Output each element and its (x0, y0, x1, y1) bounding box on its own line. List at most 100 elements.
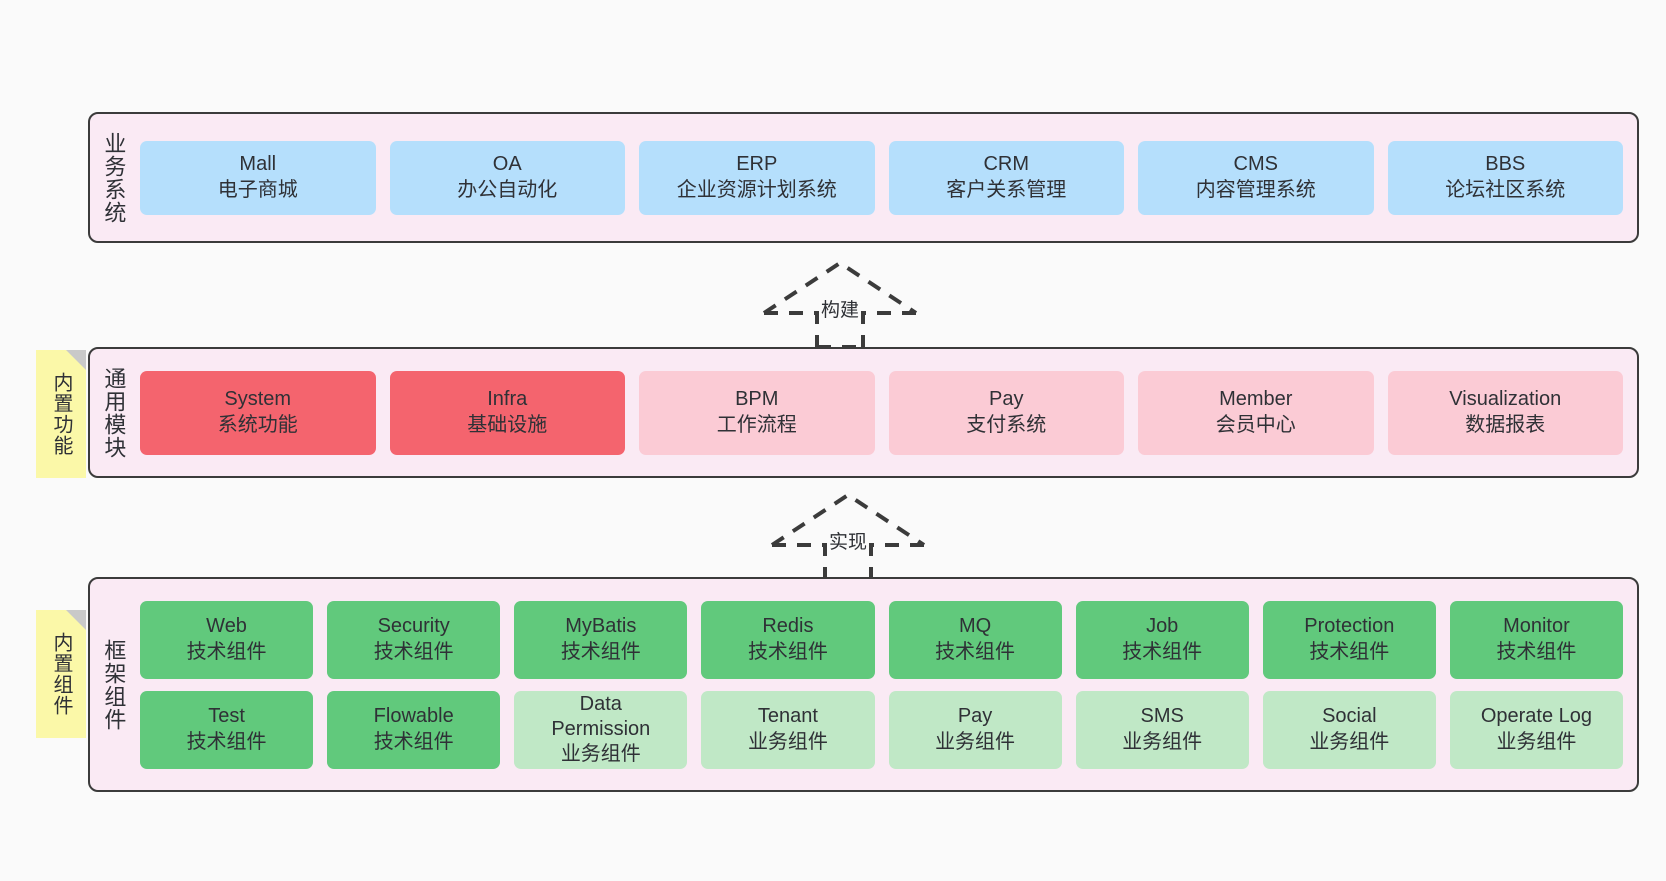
card-subtitle: 技术组件 (1122, 640, 1203, 663)
card-title: BBS (1485, 153, 1526, 176)
card-subtitle: 基础设施 (467, 413, 548, 436)
layer-title-business-system: 业务系统 (101, 131, 127, 224)
card-data-permission[interactable]: Data Permission 业务组件 (514, 690, 688, 769)
card-title: Mall (239, 153, 277, 176)
card-sms[interactable]: SMS 业务组件 (1075, 690, 1249, 769)
card-subtitle: 技术组件 (560, 640, 641, 663)
card-flowable[interactable]: Flowable 技术组件 (327, 690, 501, 769)
card-subtitle: 企业资源计划系统 (676, 178, 837, 201)
card-subtitle: 业务组件 (560, 743, 641, 766)
card-test[interactable]: Test 技术组件 (140, 690, 314, 769)
card-title: Test (208, 705, 245, 728)
card-title: Visualization (1449, 388, 1562, 411)
card-pay-module[interactable]: Pay 支付系统 (888, 370, 1124, 455)
card-redis[interactable]: Redis 技术组件 (701, 600, 875, 679)
card-bbs[interactable]: BBS 论坛社区系统 (1387, 140, 1623, 215)
card-title: System (224, 388, 292, 411)
card-subtitle: 技术组件 (373, 640, 454, 663)
card-title: Flowable (373, 705, 454, 728)
card-oa[interactable]: OA 办公自动化 (389, 140, 625, 215)
card-subtitle: 会员中心 (1215, 413, 1296, 436)
layer-common-modules[interactable]: 通用模块 System 系统功能 Infra 基础设施 BPM 工作流程 Pay… (88, 347, 1639, 478)
arrow-implement-label: 实现 (828, 532, 867, 553)
card-visualization[interactable]: Visualization 数据报表 (1387, 370, 1623, 455)
card-title: ERP (736, 153, 778, 176)
card-crm[interactable]: CRM 客户关系管理 (888, 140, 1124, 215)
layer-business-system[interactable]: 业务系统 Mall 电子商城 OA 办公自动化 ERP 企业资源计划系统 CRM… (88, 112, 1639, 243)
arrow-build: 构建 (760, 257, 920, 349)
card-mybatis[interactable]: MyBatis 技术组件 (514, 600, 688, 679)
card-subtitle: 业务组件 (1496, 730, 1577, 753)
card-subtitle: 工作流程 (716, 413, 797, 436)
card-row: Test 技术组件 Flowable 技术组件 Data Permission … (140, 690, 1623, 769)
layer-title-framework-components: 框架组件 (101, 638, 127, 731)
card-protection[interactable]: Protection 技术组件 (1262, 600, 1436, 679)
card-infra[interactable]: Infra 基础设施 (389, 370, 625, 455)
card-subtitle: 客户关系管理 (946, 178, 1067, 201)
card-row: System 系统功能 Infra 基础设施 BPM 工作流程 Pay 支付系统… (140, 370, 1623, 455)
card-subtitle: 支付系统 (966, 413, 1047, 436)
card-security[interactable]: Security 技术组件 (327, 600, 501, 679)
card-pay-component[interactable]: Pay 业务组件 (888, 690, 1062, 769)
card-subtitle: 技术组件 (1496, 640, 1577, 663)
note-builtin-function[interactable]: 内置功能 (36, 350, 86, 478)
card-subtitle: 技术组件 (373, 730, 454, 753)
card-title: Monitor (1503, 615, 1570, 638)
card-title: SMS (1140, 705, 1184, 728)
arrow-build-label: 构建 (820, 300, 859, 321)
card-row: Web 技术组件 Security 技术组件 MyBatis 技术组件 Redi… (140, 600, 1623, 679)
card-title: Tenant (757, 705, 818, 728)
card-member[interactable]: Member 会员中心 (1138, 370, 1374, 455)
card-web[interactable]: Web 技术组件 (140, 600, 314, 679)
layer-body-common-modules: System 系统功能 Infra 基础设施 BPM 工作流程 Pay 支付系统… (136, 349, 1637, 476)
card-subtitle: 技术组件 (186, 730, 267, 753)
card-subtitle: 业务组件 (1122, 730, 1203, 753)
card-title: MyBatis (565, 615, 637, 638)
card-subtitle: 业务组件 (1309, 730, 1390, 753)
card-subtitle: 内容管理系统 (1195, 178, 1316, 201)
card-subtitle: 论坛社区系统 (1445, 178, 1566, 201)
card-monitor[interactable]: Monitor 技术组件 (1449, 600, 1623, 679)
card-job[interactable]: Job 技术组件 (1075, 600, 1249, 679)
card-title: CMS (1233, 153, 1278, 176)
card-title: Infra (487, 388, 528, 411)
note-label: 内置组件 (50, 632, 72, 716)
card-title: Operate Log (1480, 705, 1593, 728)
card-bpm[interactable]: BPM 工作流程 (639, 370, 875, 455)
card-erp[interactable]: ERP 企业资源计划系统 (639, 140, 875, 215)
card-subtitle: 数据报表 (1465, 413, 1546, 436)
card-system[interactable]: System 系统功能 (140, 370, 376, 455)
card-title: MQ (958, 615, 992, 638)
card-tenant[interactable]: Tenant 业务组件 (701, 690, 875, 769)
card-cms[interactable]: CMS 内容管理系统 (1138, 140, 1374, 215)
card-row: Mall 电子商城 OA 办公自动化 ERP 企业资源计划系统 CRM 客户关系… (140, 140, 1623, 215)
card-subtitle: 技术组件 (186, 640, 267, 663)
card-title: BPM (735, 388, 779, 411)
card-subtitle: 业务组件 (747, 730, 828, 753)
card-subtitle: 业务组件 (935, 730, 1016, 753)
card-title: Protection (1304, 615, 1395, 638)
layer-framework-components[interactable]: 框架组件 Web 技术组件 Security 技术组件 MyBatis 技术组件… (88, 577, 1639, 792)
layer-body-framework-components: Web 技术组件 Security 技术组件 MyBatis 技术组件 Redi… (136, 579, 1637, 790)
layer-title-common-modules: 通用模块 (101, 366, 127, 459)
card-subtitle: 系统功能 (217, 413, 298, 436)
card-title: OA (492, 153, 522, 176)
card-title: Redis (762, 615, 814, 638)
card-title: Pay (989, 388, 1024, 411)
card-title: Web (206, 615, 247, 638)
card-mq[interactable]: MQ 技术组件 (888, 600, 1062, 679)
note-builtin-component[interactable]: 内置组件 (36, 610, 86, 738)
note-label: 内置功能 (50, 372, 72, 456)
card-subtitle: 技术组件 (747, 640, 828, 663)
card-social[interactable]: Social 业务组件 (1262, 690, 1436, 769)
card-title: Pay (957, 705, 993, 728)
card-mall[interactable]: Mall 电子商城 (140, 140, 376, 215)
card-subtitle: 技术组件 (935, 640, 1016, 663)
arrow-implement: 实现 (768, 489, 928, 581)
card-operate-log[interactable]: Operate Log 业务组件 (1449, 690, 1623, 769)
card-subtitle: 办公自动化 (457, 178, 558, 201)
card-subtitle: 电子商城 (217, 178, 298, 201)
card-title: Data Permission (551, 692, 651, 740)
layer-body-business-system: Mall 电子商城 OA 办公自动化 ERP 企业资源计划系统 CRM 客户关系… (136, 114, 1637, 241)
